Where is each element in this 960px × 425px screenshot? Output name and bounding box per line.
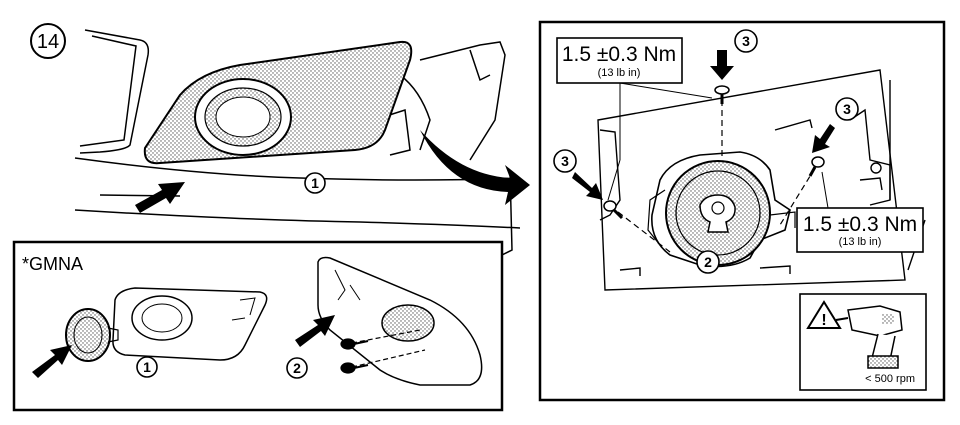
- screw-left-callout: 3: [553, 149, 577, 173]
- torque-top-value: 1.5 ±0.3 Nm: [562, 43, 676, 66]
- detail-panel: 3 3 3 2 1.5 ±0.3 Nm (13 lb in) 1.5 ±0.3 …: [538, 20, 946, 402]
- inset-screw-arrow-icon: [295, 315, 335, 347]
- screw-left: [603, 200, 624, 220]
- torque-spec-top: 1.5 ±0.3 Nm (13 lb in): [556, 37, 713, 201]
- detail-transition-arrow-icon: [420, 130, 530, 205]
- screw-right-callout: 3: [835, 97, 859, 121]
- svg-text:3: 3: [742, 33, 750, 49]
- warning-icon: !: [806, 300, 842, 329]
- inset-screws-callout: 2: [293, 360, 301, 376]
- svg-text:2: 2: [704, 254, 712, 270]
- gmna-inset: *GMNA 1 2: [12, 240, 504, 412]
- inset-lamp-arrow-icon: [32, 345, 72, 378]
- bulb-callout: 2: [696, 250, 720, 274]
- drill-icon: [835, 305, 903, 369]
- main-bumper-view: [74, 29, 521, 257]
- inset-screws: [340, 329, 426, 374]
- torque-right-imperial: (13 lb in): [839, 236, 882, 248]
- svg-text:3: 3: [561, 153, 569, 169]
- torque-spec-right: 1.5 ±0.3 Nm (13 lb in): [796, 171, 924, 253]
- svg-text:3: 3: [843, 101, 851, 117]
- tool-speed-box: ! < 500 rpm: [799, 293, 927, 391]
- svg-text:!: !: [821, 312, 826, 329]
- tool-speed-note: < 500 rpm: [865, 373, 915, 385]
- screw-top: [714, 85, 730, 104]
- screw-top-arrow-icon: [710, 50, 734, 80]
- main-arrow-icon: [135, 182, 185, 213]
- step-number-badge: 14: [30, 23, 66, 59]
- step-number: 14: [37, 31, 59, 53]
- screw-right: [808, 156, 825, 177]
- torque-top-imperial: (13 lb in): [598, 67, 641, 79]
- screw-right-arrow-icon: [812, 124, 835, 153]
- main-bezel-callout: 1: [304, 172, 326, 194]
- fog-lamp-bulb-housing: [647, 151, 796, 268]
- detail-screws: [603, 85, 825, 253]
- screw-top-callout: 3: [734, 29, 758, 53]
- inset-label: *GMNA: [22, 254, 83, 274]
- svg-text:1: 1: [311, 175, 319, 191]
- torque-right-value: 1.5 ±0.3 Nm: [803, 213, 917, 236]
- screw-left-arrow-icon: [572, 172, 603, 200]
- inset-bezel-callout: 1: [143, 359, 151, 375]
